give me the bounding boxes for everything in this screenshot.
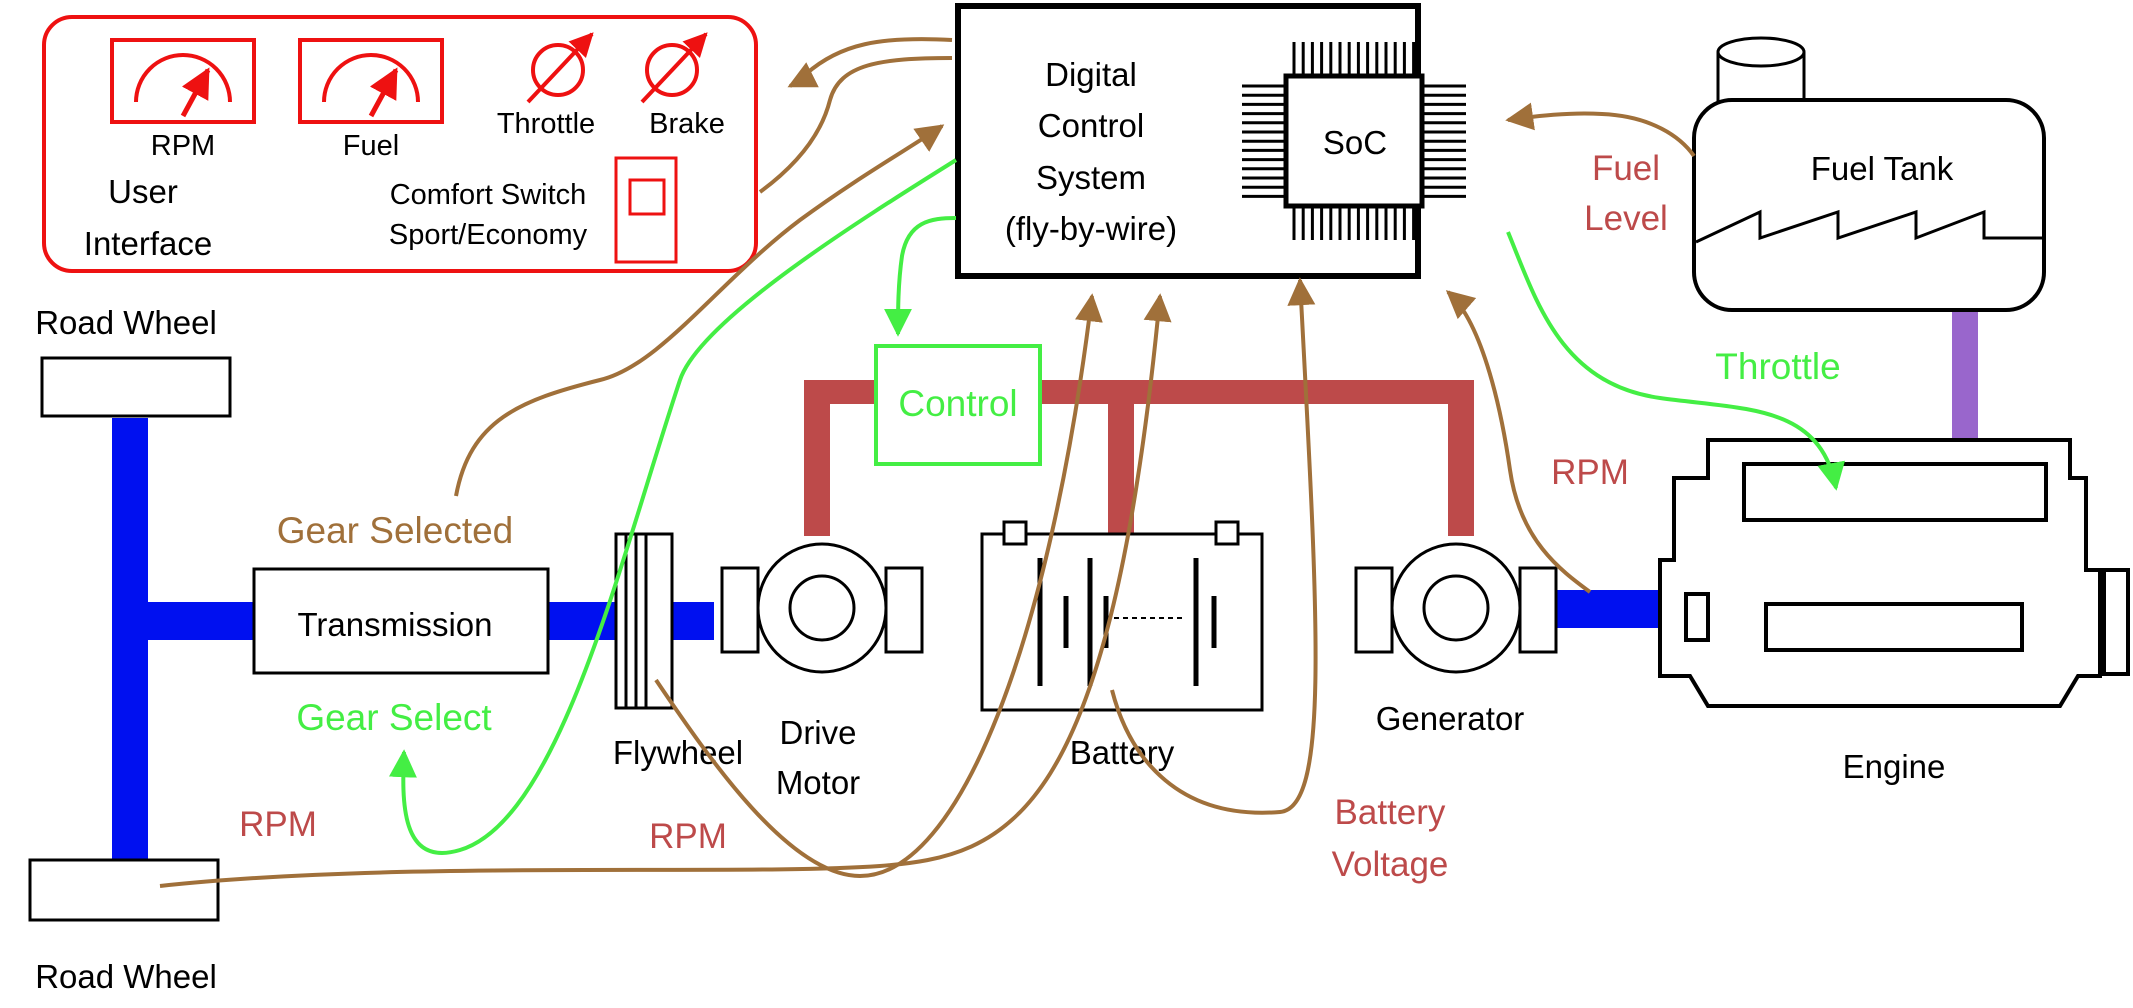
user-interface-panel: RPM Fuel Throttle Brake Comfort Switch S… xyxy=(42,15,758,273)
switch-toggle-icon xyxy=(628,178,666,216)
fuel-gauge-label: Fuel xyxy=(343,130,399,162)
ui-display-feed-lower xyxy=(758,56,953,194)
wheel-axle-shaft xyxy=(112,418,148,862)
battery-voltage-label-line1: Battery xyxy=(1335,793,1446,832)
gear-select-wire xyxy=(388,158,958,855)
transmission-label: Transmission xyxy=(298,606,493,643)
engine xyxy=(1658,438,2130,708)
generator xyxy=(1354,542,1558,674)
generator-to-engine-shaft xyxy=(1556,590,1660,628)
generator-rpm-label: RPM xyxy=(1551,453,1629,492)
fuel-level-icon xyxy=(1695,209,2042,244)
fuel-line xyxy=(1952,310,1978,452)
wheel-rpm-wire xyxy=(159,293,1172,888)
throttle-signal-label: Throttle xyxy=(1715,346,1840,387)
fuel-tank: Fuel Tank xyxy=(1692,36,2046,312)
digital-control-system: Digital Control System (fly-by-wire) SoC xyxy=(955,3,1466,279)
gear-selected-wire xyxy=(454,124,945,497)
wheel-rpm-label: RPM xyxy=(239,805,317,844)
throttle-wire xyxy=(1506,231,1846,491)
brake-control[interactable] xyxy=(640,32,708,104)
drive-motor-label-line2: Motor xyxy=(776,764,860,801)
power-control-label: Control xyxy=(898,383,1017,424)
drive-motor xyxy=(720,542,924,674)
user-interface-label-line1: User xyxy=(108,173,178,210)
user-interface-label-line2: Interface xyxy=(84,225,212,262)
fuel-level-label-line2: Level xyxy=(1584,199,1668,238)
control-system-label-line1: Digital xyxy=(1045,56,1137,93)
power-control-box xyxy=(874,344,1042,466)
control-system-label-line4: (fly-by-wire) xyxy=(1005,210,1177,247)
comfort-switch[interactable] xyxy=(614,156,678,264)
soc-label: SoC xyxy=(1323,124,1387,161)
sensor-signal-wires xyxy=(159,37,1696,888)
axle-to-transmission-shaft xyxy=(148,602,254,640)
road-wheel-top-label: Road Wheel xyxy=(35,304,217,341)
control-system-label-line3: System xyxy=(1036,159,1146,196)
transmission xyxy=(252,567,550,675)
gauge-icon xyxy=(134,53,232,103)
fuel-level-wire xyxy=(1505,102,1696,158)
rpm-gauge-label: RPM xyxy=(151,130,215,162)
battery-terminal-icon xyxy=(1214,520,1240,546)
flywheel-rpm-wire xyxy=(654,293,1103,879)
battery-voltage-wire xyxy=(1110,277,1318,815)
flywheel-label: Flywheel xyxy=(613,734,743,771)
rpm-gauge[interactable] xyxy=(110,38,256,124)
fuel-gauge[interactable] xyxy=(298,38,444,124)
generator-rpm-wire xyxy=(1445,290,1592,594)
gear-select-label: Gear Select xyxy=(296,697,492,738)
brake-control-label: Brake xyxy=(649,108,725,140)
drive-motor-label-line1: Drive xyxy=(779,714,856,751)
engine-label: Engine xyxy=(1843,748,1946,785)
variable-control-icon xyxy=(531,43,585,97)
flywheel-rpm-label: RPM xyxy=(649,817,727,856)
variable-control-icon xyxy=(645,43,699,97)
power-control-wire xyxy=(884,216,957,337)
road-wheel-top xyxy=(40,356,232,418)
control-system-label-line2: Control xyxy=(1038,107,1144,144)
control-signal-wires xyxy=(388,158,1846,855)
drivetrain-shafts xyxy=(112,418,1660,862)
generator-label: Generator xyxy=(1376,700,1525,737)
gear-selected-label: Gear Selected xyxy=(277,510,514,551)
battery-terminal-icon xyxy=(1002,520,1028,546)
fuel-tank-label: Fuel Tank xyxy=(1811,150,1954,187)
throttle-control-label: Throttle xyxy=(497,108,595,140)
battery xyxy=(980,520,1264,712)
road-wheel-bottom-label: Road Wheel xyxy=(35,958,217,995)
battery-voltage-label-line2: Voltage xyxy=(1332,845,1449,884)
fuel-level-label-line1: Fuel xyxy=(1592,149,1660,188)
battery-label: Battery xyxy=(1070,734,1175,771)
throttle-control[interactable] xyxy=(526,32,594,104)
gauge-icon xyxy=(322,53,420,103)
chip-icon: SoC xyxy=(1242,42,1466,240)
ui-display-feed-upper xyxy=(787,37,953,88)
comfort-switch-label-line2: Sport/Economy xyxy=(389,219,588,251)
comfort-switch-label-line1: Comfort Switch xyxy=(390,179,587,211)
fuel-tank-cap-icon xyxy=(1716,36,1806,104)
road-wheel-bottom xyxy=(28,858,220,922)
